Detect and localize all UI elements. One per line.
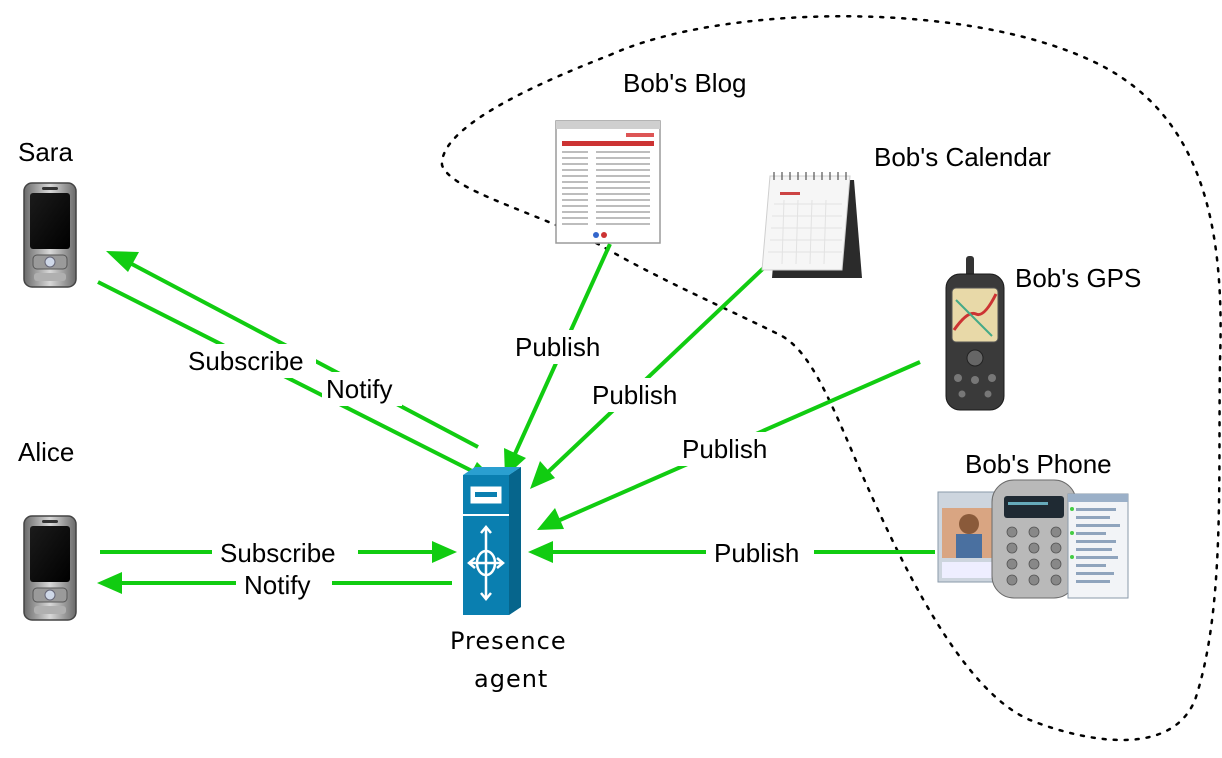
gps-device-icon: [945, 256, 1005, 411]
web-page-icon: [555, 120, 661, 244]
bob-boundary: [440, 15, 1222, 742]
blog-publish-label: Publish: [515, 332, 600, 362]
bobs-gps-label: Bob's GPS: [1015, 263, 1141, 293]
presence-agent-label-line2: agent: [474, 665, 548, 693]
softphone-icon: [937, 479, 1129, 599]
sara-label: Sara: [18, 137, 73, 167]
bobs-calendar-label: Bob's Calendar: [874, 142, 1051, 172]
calendar-publish-label: Publish: [592, 380, 677, 410]
alice-label: Alice: [18, 437, 74, 467]
mobile-phone-icon: [23, 515, 77, 621]
mobile-phone-icon: [23, 182, 77, 288]
sara-subscribe-arrow: [97, 280, 499, 484]
desk-calendar-icon: [761, 172, 862, 278]
presence-agent-label-line1: Presence: [450, 627, 567, 655]
gps-publish-label: Publish: [682, 434, 767, 464]
bobs-phone-label: Bob's Phone: [965, 449, 1112, 479]
server-icon: [463, 467, 521, 615]
sara-notify-label: Notify: [326, 374, 392, 404]
alice-subscribe-label: Subscribe: [220, 538, 336, 568]
phone-publish-label: Publish: [714, 538, 799, 568]
alice-notify-label: Notify: [244, 570, 310, 600]
bobs-blog-label: Bob's Blog: [623, 68, 747, 98]
sara-subscribe-label: Subscribe: [188, 346, 304, 376]
calendar-publish-arrow: [530, 260, 772, 489]
